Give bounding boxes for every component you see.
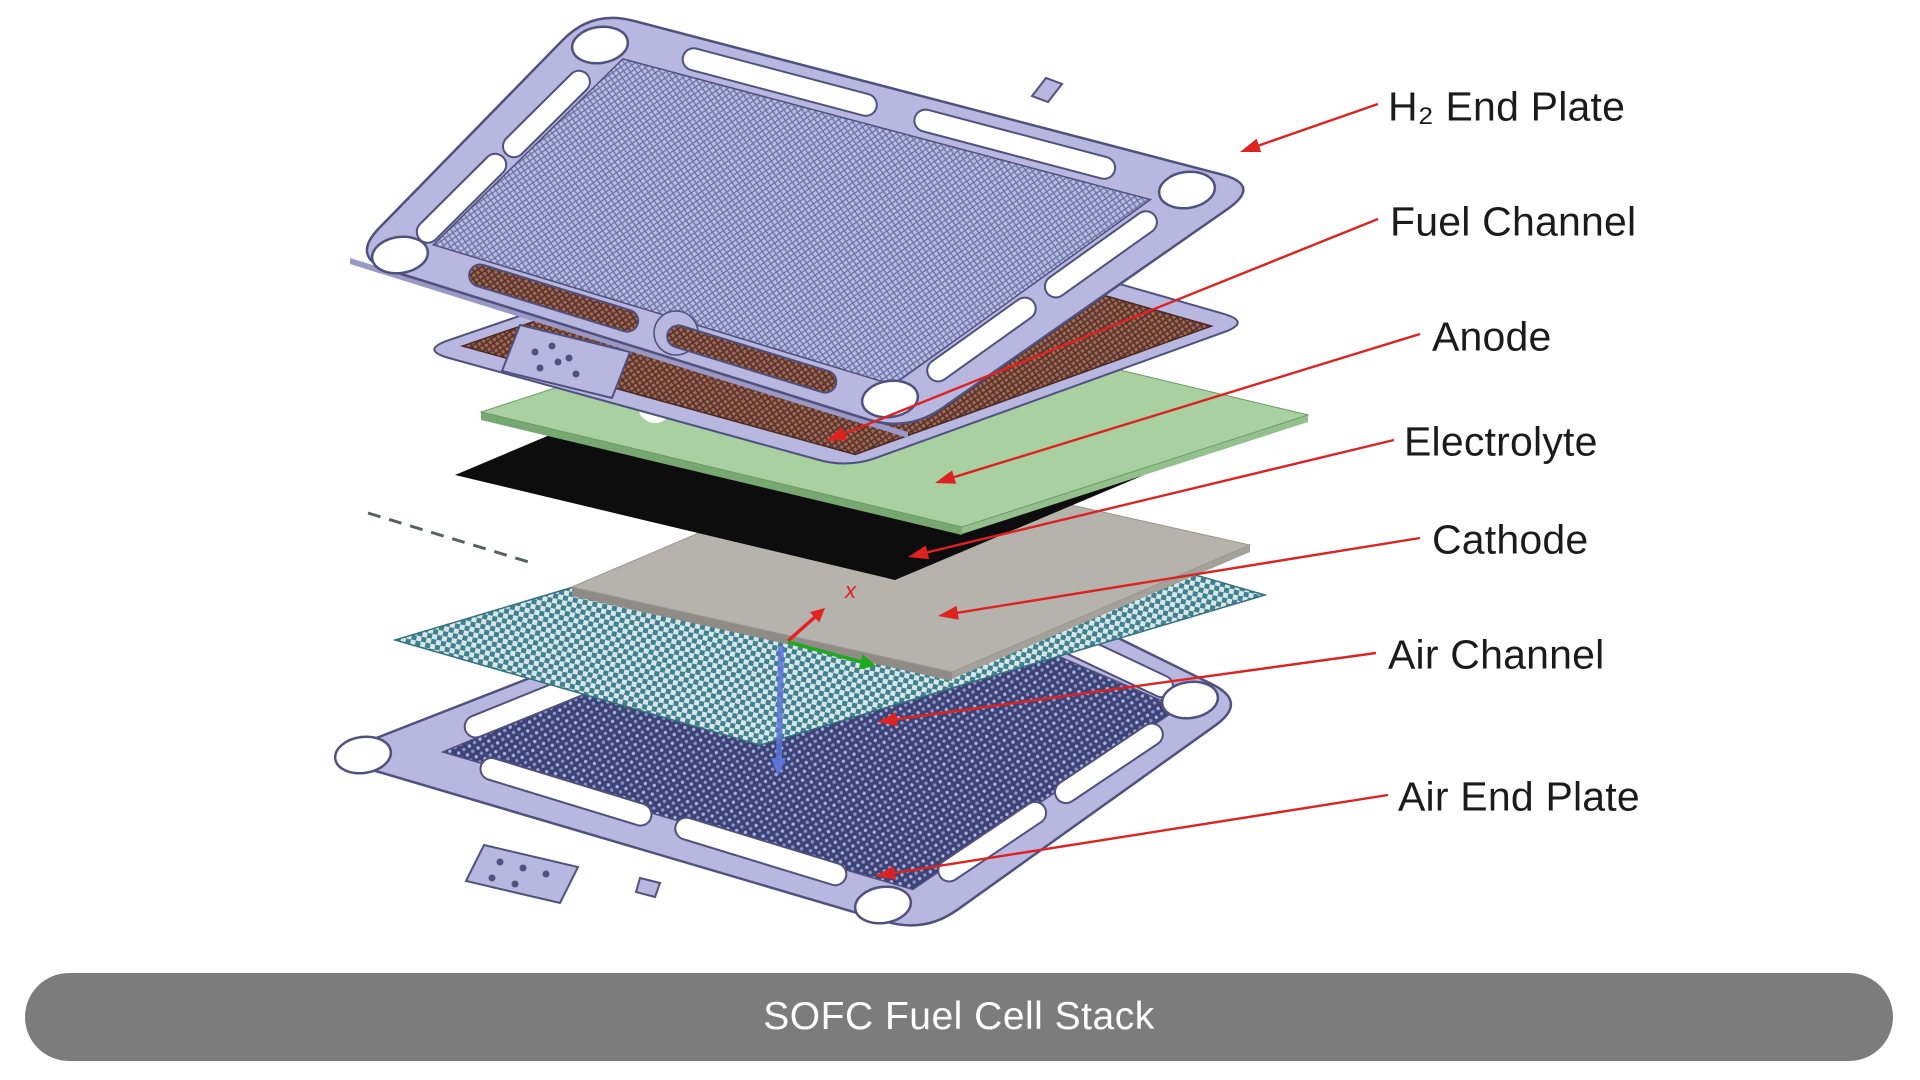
leader-cathode-line <box>955 536 1421 615</box>
tab-hole <box>554 358 562 366</box>
bottom-plate-hole <box>333 735 393 775</box>
bottom-plate-hole <box>1160 680 1220 720</box>
tab-hole <box>572 370 580 378</box>
leader-h2-end-plate-line <box>1256 102 1379 148</box>
bottom-plate-nub <box>634 876 662 899</box>
axis-z-arrow-line <box>776 645 784 761</box>
bottom-plate-slot <box>481 759 651 825</box>
label-cathode: Cathode <box>1432 516 1589 563</box>
label-anode: Anode <box>1432 313 1552 360</box>
top-plate-slot <box>504 71 589 157</box>
leader-anode-head <box>935 470 957 484</box>
tab-hole <box>531 348 539 356</box>
leader-fuel-channel-line <box>842 217 1379 436</box>
tab-hole <box>519 864 527 872</box>
h2-end-plate-side <box>350 258 908 438</box>
tab-hole <box>488 874 496 882</box>
top-plate-slot-fuel <box>668 326 836 392</box>
tab-hole <box>536 364 544 372</box>
leader-air-channel-line <box>894 651 1377 721</box>
bottom-plate-tab <box>464 843 580 905</box>
leader-air-channel-head <box>877 712 898 727</box>
bottom-plate-slot <box>676 818 846 885</box>
top-plate-hole <box>860 379 920 419</box>
tab-hole <box>496 858 504 866</box>
leader-air-end-plate-line <box>892 793 1389 875</box>
label-air-end-plate: Air End Plate <box>1398 773 1640 820</box>
top-plate-slot-fuel <box>470 265 638 331</box>
top-plate-slot <box>417 154 506 242</box>
cathode-side <box>572 587 952 681</box>
top-plate-hole <box>1157 170 1217 210</box>
leader-anode-line <box>951 332 1421 479</box>
tab-hole <box>511 880 519 888</box>
anode-side <box>962 415 1308 534</box>
leader-air-end-plate-head <box>875 866 896 880</box>
axis-x-label: x <box>844 578 857 603</box>
tab-hole <box>565 354 573 362</box>
axis-y-arrow-line <box>787 640 863 664</box>
top-plate-slot <box>928 298 1035 381</box>
axis-y-arrow-head <box>858 654 876 670</box>
label-fuel-channel: Fuel Channel <box>1390 198 1637 245</box>
tab-hole <box>542 870 550 878</box>
axis-z-arrow-head <box>771 758 786 776</box>
anode-side <box>481 412 962 535</box>
label-air-channel: Air Channel <box>1388 631 1605 678</box>
top-plate-hole <box>570 25 630 65</box>
top-plate-slot <box>1045 212 1156 297</box>
leader-fuel-channel-head <box>826 427 848 441</box>
axis-x-arrow-head <box>809 608 825 623</box>
bottom-plate-slot <box>1056 724 1162 803</box>
leader-electrolyte-line <box>925 438 1395 554</box>
caption-banner-text: SOFC Fuel Cell Stack <box>763 995 1155 1038</box>
leader-cathode-head <box>938 605 959 620</box>
dashed-reference-line <box>367 511 533 565</box>
top-plate-slot <box>915 110 1115 178</box>
leader-h2-end-plate-head <box>1240 138 1262 152</box>
bottom-plate-hole <box>853 885 913 925</box>
axis-x-arrow-line <box>786 614 818 643</box>
top-plate-slot <box>683 49 876 115</box>
leader-electrolyte-head <box>908 545 930 560</box>
top-plate-hole <box>370 235 430 275</box>
caption-banner: SOFC Fuel Cell Stack <box>25 973 1893 1061</box>
label-electrolyte: Electrolyte <box>1404 418 1598 465</box>
top-plate-nub <box>1030 76 1064 104</box>
label-h2-end-plate: H₂ End Plate <box>1388 83 1626 130</box>
tab-hole <box>548 342 556 350</box>
fuel-channel-tab <box>500 323 632 400</box>
